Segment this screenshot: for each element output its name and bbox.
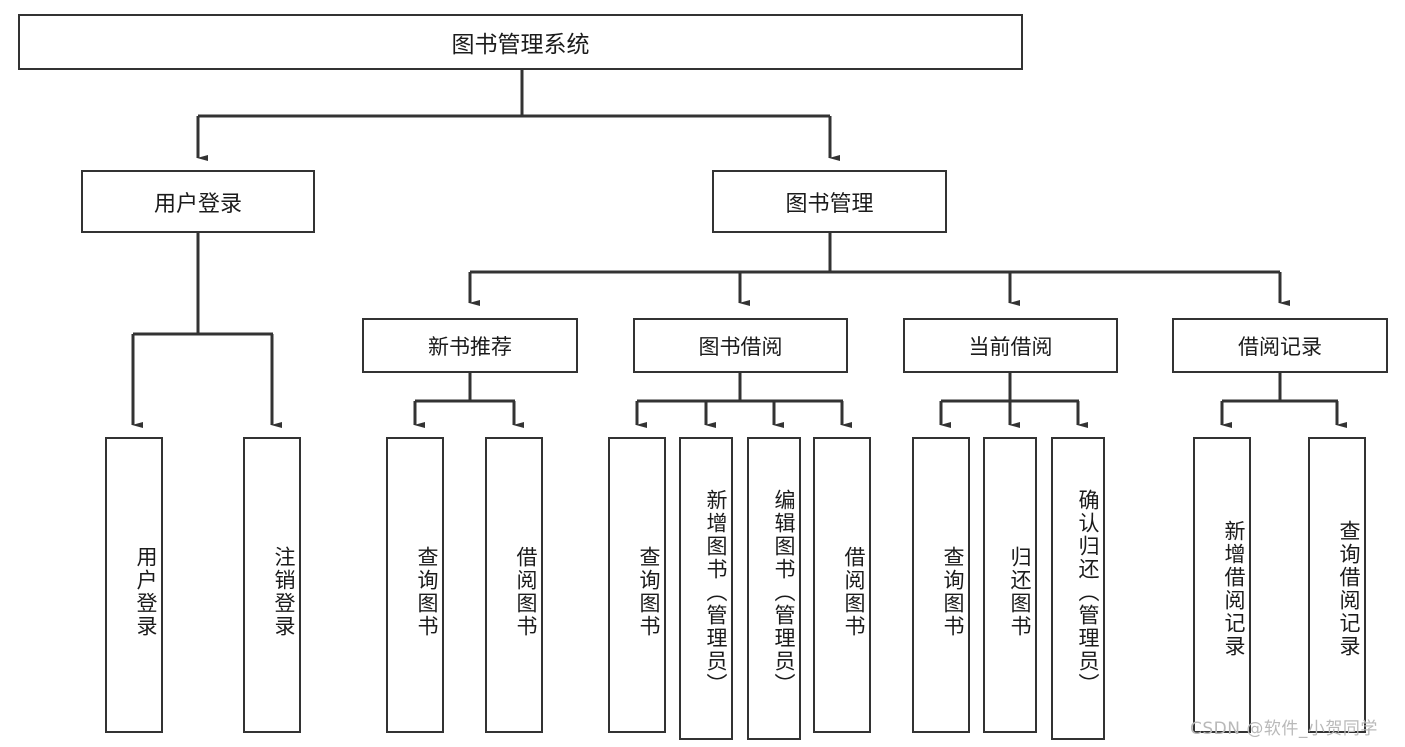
node-current-borrow-label: 当前借阅 — [968, 334, 1053, 359]
node-root-system[interactable]: 图书管理系统 — [18, 14, 1023, 70]
node-leaf-add-borrow-record-label: 新增借阅记录 — [1222, 520, 1246, 658]
node-leaf-query-book-1[interactable]: 查询图书 — [386, 437, 444, 733]
node-leaf-add-book-admin-label: 新增图书（管理员） — [704, 489, 728, 696]
node-leaf-query-book-2-label: 查询图书 — [637, 546, 661, 638]
node-leaf-user-login[interactable]: 用户登录 — [105, 437, 163, 733]
node-leaf-return-book-label: 归还图书 — [1008, 546, 1032, 638]
node-leaf-logout-login-label: 注销登录 — [272, 546, 296, 638]
node-leaf-query-borrow-record-label: 查询借阅记录 — [1337, 520, 1361, 658]
node-leaf-borrow-book-2-label: 借阅图书 — [842, 546, 866, 638]
node-leaf-logout-login[interactable]: 注销登录 — [243, 437, 301, 733]
node-leaf-query-book-3[interactable]: 查询图书 — [912, 437, 970, 733]
node-leaf-add-borrow-record[interactable]: 新增借阅记录 — [1193, 437, 1251, 733]
node-current-borrow[interactable]: 当前借阅 — [903, 318, 1118, 373]
node-leaf-return-book[interactable]: 归还图书 — [983, 437, 1037, 733]
node-leaf-query-book-3-label: 查询图书 — [941, 546, 965, 638]
node-borrow-record-label: 借阅记录 — [1238, 334, 1322, 359]
node-leaf-confirm-return-admin[interactable]: 确认归还（管理员） — [1051, 437, 1105, 740]
node-new-book-recommend-label: 新书推荐 — [428, 334, 512, 359]
node-root-system-label: 图书管理系统 — [451, 32, 590, 58]
node-book-manage-label: 图书管理 — [785, 191, 874, 217]
node-book-manage[interactable]: 图书管理 — [712, 170, 947, 233]
node-user-login-label: 用户登录 — [153, 191, 242, 217]
node-leaf-user-login-label: 用户登录 — [134, 546, 158, 638]
node-leaf-query-book-2[interactable]: 查询图书 — [608, 437, 666, 733]
node-book-borrow-label: 图书借阅 — [698, 334, 783, 359]
node-new-book-recommend[interactable]: 新书推荐 — [362, 318, 578, 373]
node-book-borrow[interactable]: 图书借阅 — [633, 318, 848, 373]
node-leaf-query-borrow-record[interactable]: 查询借阅记录 — [1308, 437, 1366, 733]
node-leaf-borrow-book-1-label: 借阅图书 — [514, 546, 538, 638]
node-borrow-record[interactable]: 借阅记录 — [1172, 318, 1388, 373]
csdn-watermark-text: CSDN @软件_小贺同学 — [1190, 719, 1378, 739]
node-leaf-query-book-1-label: 查询图书 — [415, 546, 439, 638]
node-leaf-edit-book-admin-label: 编辑图书（管理员） — [772, 489, 796, 696]
node-user-login[interactable]: 用户登录 — [81, 170, 315, 233]
csdn-watermark: CSDN @软件_小贺同学 — [1190, 714, 1378, 739]
node-leaf-borrow-book-2[interactable]: 借阅图书 — [813, 437, 871, 733]
node-leaf-add-book-admin[interactable]: 新增图书（管理员） — [679, 437, 733, 740]
node-leaf-edit-book-admin[interactable]: 编辑图书（管理员） — [747, 437, 801, 740]
node-leaf-borrow-book-1[interactable]: 借阅图书 — [485, 437, 543, 733]
node-leaf-confirm-return-admin-label: 确认归还（管理员） — [1076, 489, 1100, 696]
